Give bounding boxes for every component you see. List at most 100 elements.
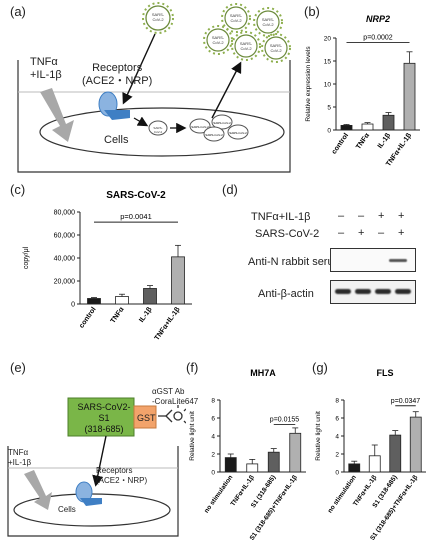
treatment-line-2: +IL-1β [8, 458, 32, 467]
receptors-line-2: (ACE2・NRP) [82, 75, 153, 87]
sign: + [378, 210, 385, 222]
y-tick-label: 6 [211, 415, 215, 422]
svg-text:SARS-: SARS- [153, 126, 162, 130]
svg-text:SARS-: SARS- [152, 12, 165, 17]
antibody-label: αGST Ab -CoraLite647 [152, 387, 198, 407]
y-tick-label: 2 [211, 451, 215, 458]
y-axis-label: Relative expression levels [305, 46, 312, 122]
treatment-arrow [40, 88, 74, 142]
bar [409, 416, 422, 473]
blot-anti-n [330, 248, 416, 272]
y-tick-label: 2 [335, 451, 339, 458]
cells-label-e: Cells [58, 505, 76, 514]
p-value-label: p=0.0155 [270, 416, 299, 423]
y-tick-label: 15 [324, 58, 332, 65]
svg-text:CoV-2: CoV-2 [262, 22, 274, 27]
svg-text:SARS-: SARS- [230, 13, 243, 18]
y-tick-label: 8 [211, 397, 215, 404]
bar [403, 62, 416, 131]
x-tick-label: no stimulation [327, 474, 358, 514]
p-value-label: p=0.0347 [391, 398, 420, 405]
y-axis-label: Relative light unit [315, 411, 322, 461]
panel-label-d: (d) [222, 182, 238, 197]
blot-band-actin [395, 289, 411, 294]
x-tick-label: control [331, 132, 350, 155]
panel-label-a: (a) [10, 4, 26, 19]
bar [171, 256, 185, 305]
sign: + [398, 210, 405, 222]
receptor-base-e [80, 498, 102, 506]
receptors-label-a: Receptors (ACE2・NRP) [82, 62, 152, 88]
y-tick-label: 0 [335, 469, 339, 476]
panel-label-b: (b) [304, 4, 320, 19]
bar [143, 288, 157, 305]
svg-text:SARS-CoV-2: SARS-CoV-2 [205, 133, 223, 137]
y-tick-label: 0 [327, 127, 331, 134]
sign: – [338, 227, 345, 239]
receptors-line-2: (ACE2・NRP) [96, 476, 148, 485]
y-tick-label: 0 [71, 301, 75, 308]
antibody-icon [158, 405, 186, 424]
svg-text:CoV-2: CoV-2 [212, 40, 224, 45]
bar [224, 457, 237, 473]
blot-band-actin [355, 289, 371, 294]
chart-title: NRP2 [366, 14, 390, 24]
treatment-line-1: TNFα [8, 448, 29, 457]
svg-text:CoV-2: CoV-2 [154, 130, 163, 134]
sign: + [358, 227, 365, 239]
gst-tag-label: GST [137, 413, 156, 423]
svg-text:SARS-: SARS- [212, 35, 225, 40]
bar [289, 432, 302, 473]
svg-text:SARS-: SARS- [240, 41, 253, 46]
blot-band-n [389, 259, 407, 262]
x-tick-label: control [78, 306, 97, 329]
bar [361, 123, 374, 131]
y-tick-label: 10 [324, 81, 332, 88]
y-tick-label: 8 [335, 397, 339, 404]
virus-icon-top: SARS- CoV-2 [142, 2, 174, 34]
culture-dish-e [7, 446, 179, 537]
antibody-line-1: αGST Ab [152, 387, 185, 396]
treatment-label-e: TNFα +IL-1β [8, 448, 31, 468]
wb-row2-label: SARS-CoV-2 [255, 228, 320, 240]
sign: + [398, 227, 405, 239]
y-tick-label: 20,000 [54, 278, 76, 285]
svg-text:CoV-2: CoV-2 [270, 48, 282, 53]
panel-label-c: (c) [10, 182, 26, 197]
p-value-label: p=0.0002 [363, 35, 392, 42]
receptors-line-1: Receptors [92, 62, 143, 74]
sign: – [338, 210, 345, 222]
y-tick-label: 60,000 [54, 232, 76, 239]
panel-label-f: (f) [186, 360, 199, 375]
wb-row1-label: TNFα+IL-1β [251, 211, 311, 223]
x-tick-label: TNFα+IL-1β [154, 306, 182, 342]
sign: – [378, 227, 385, 239]
receptors-line-1: Receptors [96, 466, 133, 475]
treatment-line-1: TNFα [30, 56, 58, 68]
blot-band-actin [335, 289, 351, 294]
svg-text:CoV-2: CoV-2 [240, 46, 252, 51]
y-axis-label: copy/μl [23, 246, 30, 269]
bar [246, 463, 259, 473]
s1-protein-box [67, 397, 135, 437]
virus-icon-released [206, 6, 288, 60]
bar [115, 296, 129, 305]
y-axis-label: Relative light unit [189, 411, 196, 461]
cells-label-a: Cells [104, 134, 129, 146]
y-tick-label: 6 [335, 415, 339, 422]
antibody-line-2: -CoraLite647 [152, 397, 199, 406]
panel-label-g: (g) [312, 360, 328, 375]
virus-icon-cell-1: SARS- CoV-2 [148, 120, 168, 136]
s1-protein-label: SARS-CoV2-S1 (318-685) [72, 402, 136, 435]
wb-blot2-label: Anti-β-actin [258, 288, 314, 300]
receptors-label-e: Receptors (ACE2・NRP) [96, 466, 147, 486]
protein-line-1: SARS-CoV2-S1 [77, 402, 131, 423]
p-value-label: p=0.0041 [120, 212, 152, 221]
chart-title: MH7A [250, 368, 276, 378]
y-tick-label: 40,000 [54, 255, 76, 262]
x-tick-label: IL-1β [138, 306, 154, 324]
culture-dish [17, 60, 291, 173]
